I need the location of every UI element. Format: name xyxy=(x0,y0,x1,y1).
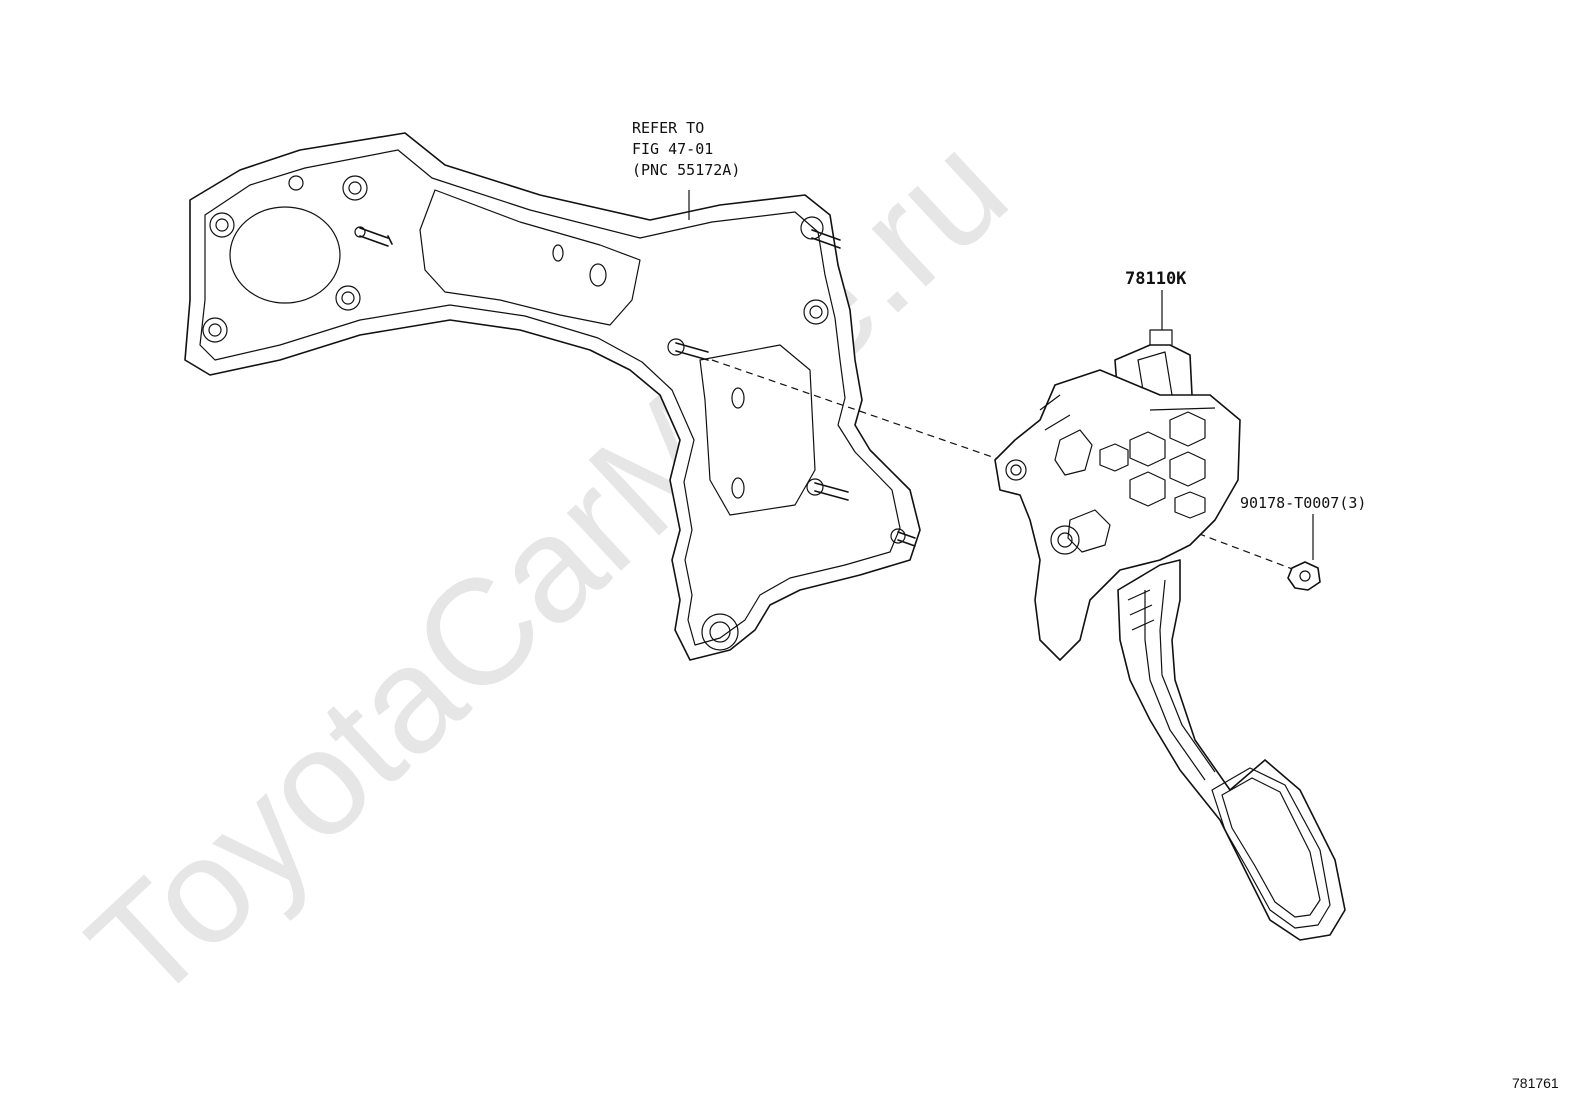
assembly-line-upper xyxy=(711,359,1031,471)
accelerator-pedal-assembly xyxy=(994,290,1346,941)
pedal-support-bracket xyxy=(184,132,921,661)
figure-id: 781761 xyxy=(1512,1075,1559,1091)
flange-nut xyxy=(1287,514,1321,591)
nut-part-number: 90178-T0007(3) xyxy=(1240,494,1366,512)
bracket-ref-line1: REFER TO xyxy=(632,119,704,137)
bracket-reference-label: REFER TO FIG 47-01 (PNC 55172A) xyxy=(632,119,740,179)
bracket-ref-line3: (PNC 55172A) xyxy=(632,161,740,179)
pedal-part-number: 78110K xyxy=(1125,269,1187,289)
bracket-ref-line2: FIG 47-01 xyxy=(632,140,713,158)
